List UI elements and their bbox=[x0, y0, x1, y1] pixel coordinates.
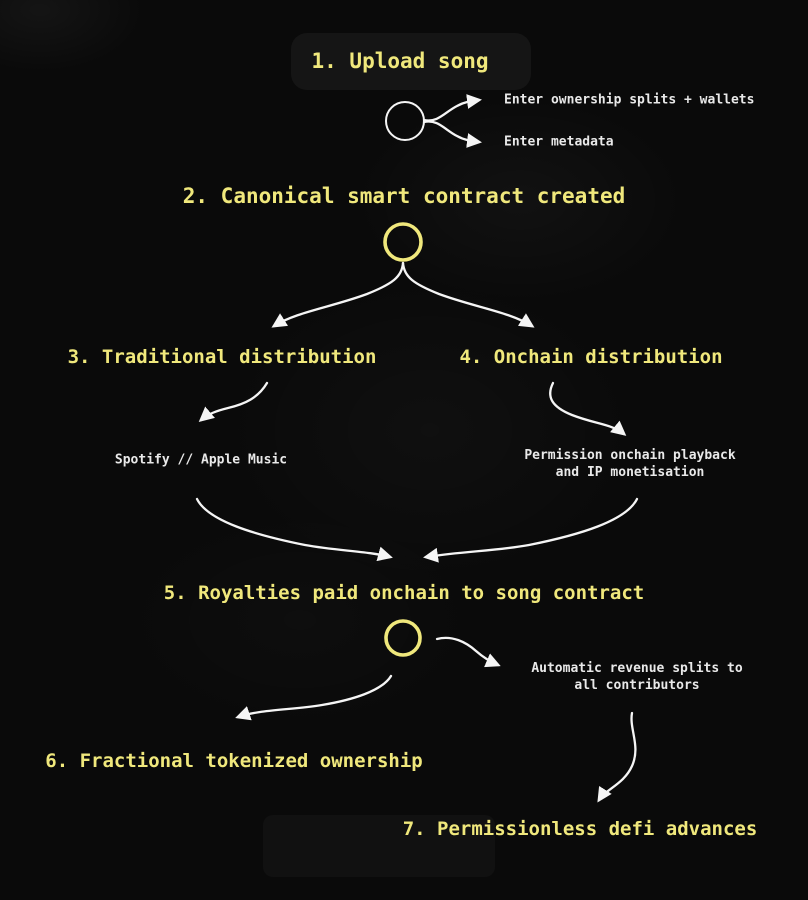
step-2-label: 2. Canonical smart contract created bbox=[182, 184, 626, 208]
step-1-circle-node bbox=[385, 101, 425, 141]
arrow-converge-left bbox=[195, 497, 393, 562]
arrow-branch-right bbox=[401, 261, 535, 328]
arrow-node5-to-revenue bbox=[435, 636, 501, 668]
annotation-permission-playback: Permission onchain playback and IP monet… bbox=[524, 448, 736, 480]
arrow-step4-to-permission bbox=[549, 381, 627, 436]
step-1-label: 1. Upload song bbox=[311, 49, 489, 73]
step-1-panel bbox=[291, 33, 531, 90]
step-7-label: 7. Permissionless defi advances bbox=[402, 818, 758, 840]
arrow-converge-right bbox=[423, 497, 639, 563]
step-5-circle-node bbox=[384, 619, 422, 657]
arrow-branch-left bbox=[271, 261, 405, 328]
annotation-ownership-splits: Enter ownership splits + wallets bbox=[504, 92, 755, 108]
annotation-metadata: Enter metadata bbox=[504, 134, 614, 150]
annotation-revenue-splits: Automatic revenue splits to all contribu… bbox=[531, 661, 743, 693]
arrow-node5-to-step6 bbox=[235, 674, 393, 721]
annotation-spotify-apple-music: Spotify // Apple Music bbox=[114, 452, 288, 468]
arrow-node1-to-metadata bbox=[422, 120, 482, 148]
arrow-revenue-to-step7 bbox=[597, 711, 637, 803]
step-6-label: 6. Fractional tokenized ownership bbox=[45, 750, 423, 772]
bottom-panel bbox=[263, 815, 495, 877]
step-5-label: 5. Royalties paid onchain to song contra… bbox=[163, 582, 645, 604]
arrow-node1-to-ownership bbox=[422, 94, 482, 122]
arrow-step3-to-spotify bbox=[198, 381, 269, 422]
step-2-circle-node bbox=[383, 222, 423, 262]
step-3-label: 3. Traditional distribution bbox=[67, 346, 377, 368]
step-4-label: 4. Onchain distribution bbox=[459, 346, 723, 368]
